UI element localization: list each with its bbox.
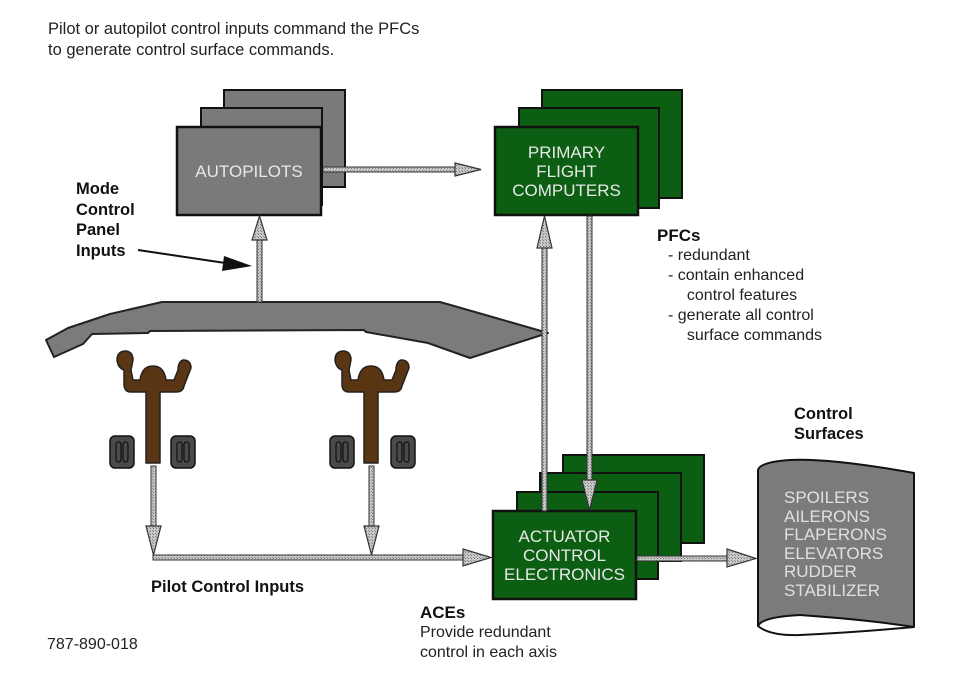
pfc-note-line: surface commands xyxy=(678,327,823,344)
control-surfaces-title-line: Surfaces xyxy=(794,425,864,443)
mcp-label-line: Inputs xyxy=(76,241,126,260)
pfc-label: PRIMARY FLIGHT COMPUTERS xyxy=(495,127,638,215)
rudder-pedal-left-1 xyxy=(109,435,135,469)
surface-item: ELEVATORS xyxy=(784,543,884,563)
arrow-mcp-pointer xyxy=(137,249,252,271)
pfc-card-front xyxy=(493,125,640,217)
pfc-notes-title: PFCs xyxy=(657,226,701,245)
control-surfaces-shape xyxy=(757,458,915,628)
pfc-notes: PFCs - redundant - contain enhanced cont… xyxy=(657,226,822,346)
control-column-right xyxy=(334,350,410,464)
pfc-note-line: control features xyxy=(678,287,798,304)
glareshield-panel xyxy=(45,301,549,359)
arrow-mcp-to-autopilot xyxy=(251,213,268,303)
surface-item: STABILIZER xyxy=(784,580,881,600)
mcp-label-line: Mode xyxy=(76,180,120,198)
ace-note-line: control in each axis xyxy=(420,644,557,661)
autopilots-stack xyxy=(175,89,346,217)
autopilot-card-front xyxy=(175,125,323,217)
arrow-pfc-to-ace xyxy=(581,215,598,511)
mcp-label-line: Control xyxy=(76,200,135,219)
rudder-pedal-left-2 xyxy=(170,435,196,469)
mcp-label-line: Panel xyxy=(76,221,121,239)
arrow-right-column-down xyxy=(363,465,380,558)
surface-item: FLAPERONS xyxy=(784,525,887,544)
ace-note-line: Provide redundant xyxy=(420,624,551,641)
ace-label-line: ELECTRONICS xyxy=(504,564,625,584)
pfc-note-line: - contain enhanced xyxy=(668,267,805,284)
surface-item: AILERONS xyxy=(784,506,870,526)
ace-card-front xyxy=(491,509,638,601)
rudder-pedal-right-2 xyxy=(390,435,416,469)
intro-text: Pilot or autopilot control inputs comman… xyxy=(48,19,419,61)
mcp-inputs-label: Mode Control Panel Inputs xyxy=(76,179,135,261)
ace-notes-text: ACEs Provide redundant control in each a… xyxy=(420,603,557,663)
ace-notes-title: ACEs xyxy=(420,603,466,622)
surface-item: SPOILERS xyxy=(784,488,870,507)
control-surfaces-title: Control Surfaces xyxy=(794,404,864,444)
pfc-label-line: FLIGHT xyxy=(536,161,597,181)
ace-label-line: ACTUATOR xyxy=(518,526,611,546)
control-column-left xyxy=(116,350,192,464)
arrow-ace-to-pfc xyxy=(536,215,553,512)
arrow-left-column-down xyxy=(145,465,162,558)
pfc-stack xyxy=(493,89,683,217)
surface-item: RUDDER xyxy=(784,562,857,581)
pfc-note-line: - generate all control xyxy=(668,307,814,324)
figure-id: 787-890-018 xyxy=(47,636,138,653)
ace-label: ACTUATOR CONTROL ELECTRONICS xyxy=(493,511,636,599)
intro-line-1: Pilot or autopilot control inputs comman… xyxy=(48,20,420,38)
autopilots-label: AUTOPILOTS xyxy=(195,161,303,181)
pfc-label-line: COMPUTERS xyxy=(512,180,621,200)
ace-label-line: CONTROL xyxy=(522,545,607,565)
intro-line-2: to generate control surface commands. xyxy=(48,41,335,59)
pfc-label-line: PRIMARY xyxy=(527,142,606,162)
pilot-control-inputs-label: Pilot Control Inputs xyxy=(151,578,305,596)
arrow-autopilot-to-pfc xyxy=(322,162,482,177)
control-surfaces-list: SPOILERS AILERONS FLAPERONS ELEVATORS RU… xyxy=(784,488,887,600)
rudder-pedal-right-1 xyxy=(329,435,355,469)
pfc-note-line: - redundant xyxy=(668,247,750,264)
control-surfaces-title-line: Control xyxy=(794,405,853,423)
arrow-ace-to-surfaces xyxy=(636,548,759,568)
arrow-pilot-inputs-to-ace xyxy=(152,548,494,567)
